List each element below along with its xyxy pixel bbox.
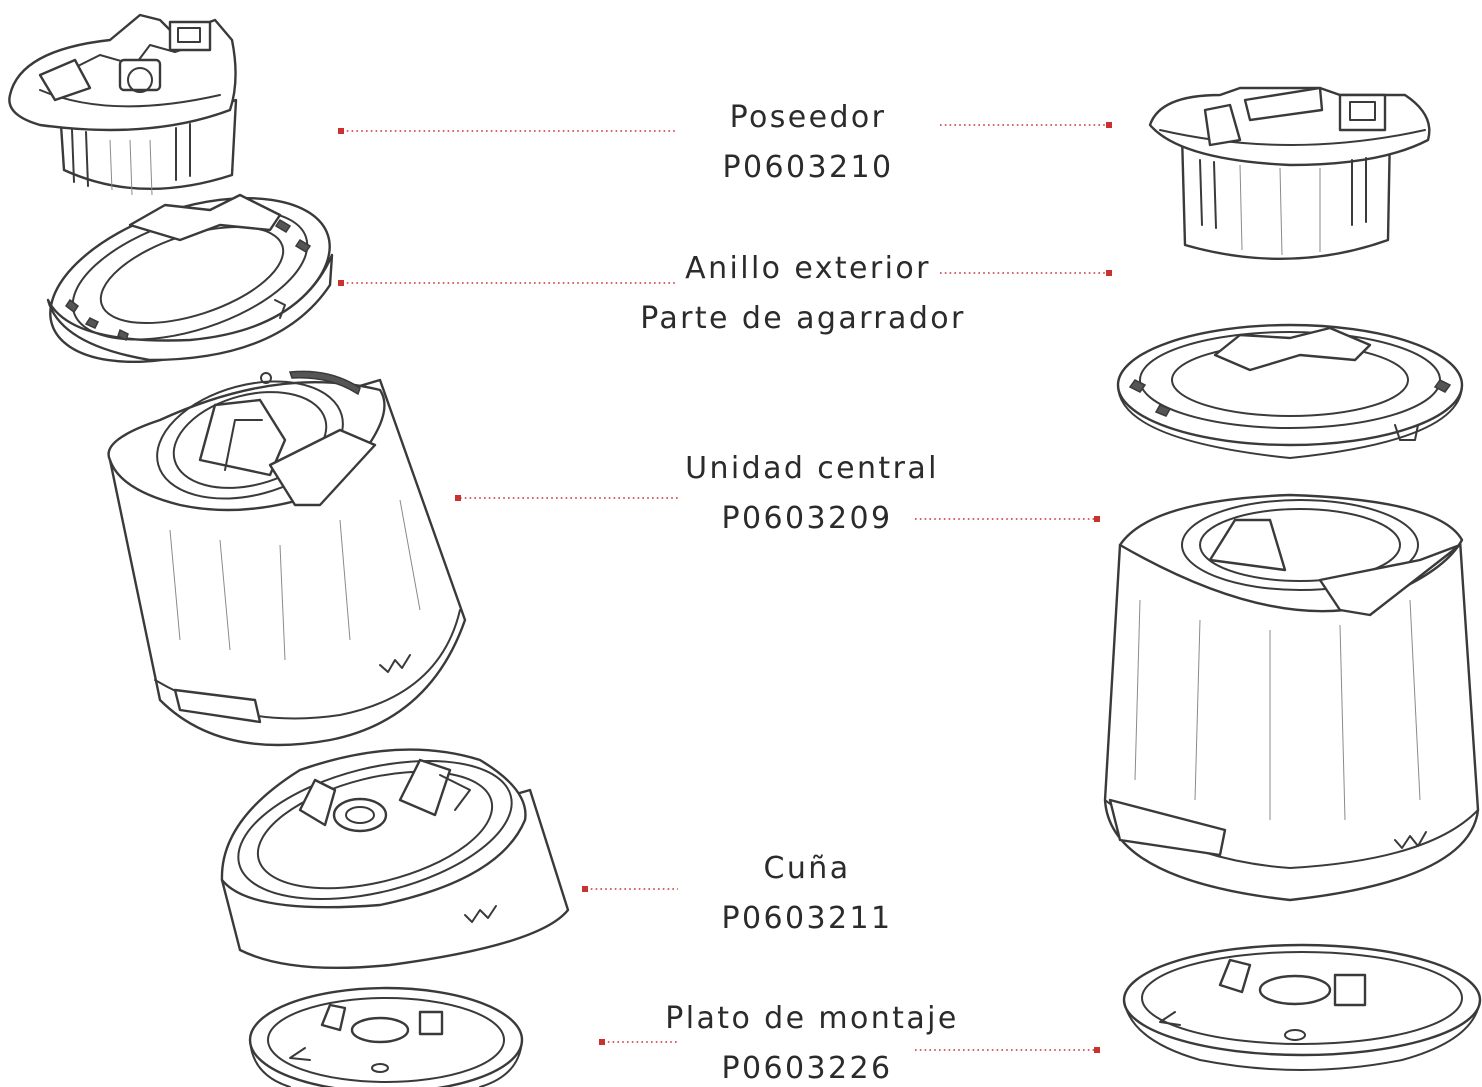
central-unit-left-drawing [107,370,467,747]
part-name-holder: Poseedor [729,100,887,135]
outer-ring-right-drawing [1116,323,1464,459]
part-name-outer-ring: Anillo exterior [685,251,931,286]
mounting-plate-left-drawing [248,986,524,1087]
leader-dot [582,886,588,892]
leader-dot [338,280,344,286]
leader-dot [1106,270,1112,276]
leader-dot [599,1039,605,1045]
part-code-outer-ring: Parte de agarrador [640,301,966,336]
leader-dot [1106,122,1112,128]
part-code-holder: P0603210 [722,150,894,185]
leader-lines [338,122,1112,1053]
central-unit-right-drawing [1103,493,1480,902]
holder-left-drawing [8,13,238,196]
wedge-left-drawing [220,748,570,970]
outer-ring-left-drawing [46,193,334,364]
part-name-central-unit: Unidad central [685,451,939,486]
holder-right-drawing [1148,86,1431,261]
part-code-wedge: P0603211 [721,901,893,936]
part-code-mounting-plate: P0603226 [721,1051,893,1086]
leader-dot [1094,1047,1100,1053]
mounting-plate-right-drawing [1122,943,1482,1071]
leader-dot [1094,516,1100,522]
part-name-wedge: Cuña [763,851,851,886]
part-name-mounting-plate: Plato de montaje [665,1001,959,1036]
leader-dot [338,128,344,134]
leader-dot [455,495,461,501]
part-code-central-unit: P0603209 [721,501,893,536]
